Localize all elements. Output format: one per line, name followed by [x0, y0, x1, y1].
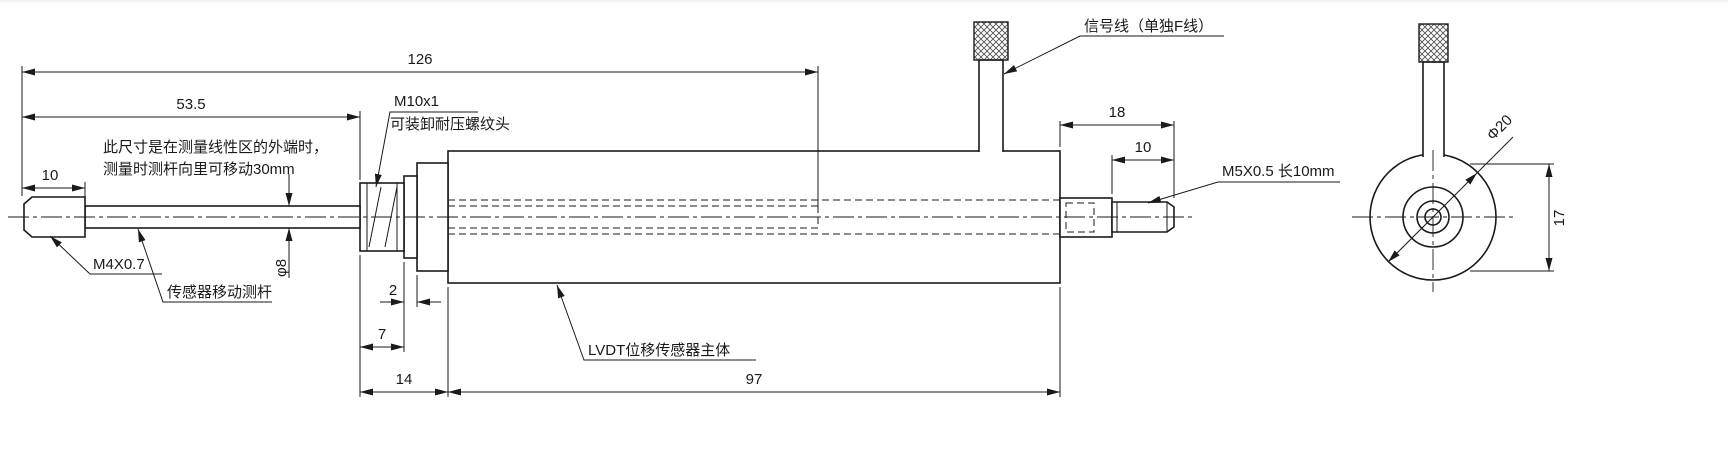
- dim-end-height: 17: [1470, 163, 1568, 272]
- note-line1: 此尺寸是在测量线性区的外端时，: [103, 139, 328, 156]
- dim-rod-extension-text: 53.5: [176, 96, 205, 113]
- dim-rear-thread-length: 10: [1111, 139, 1174, 194]
- front-view: 126 53.5 10 φ8 2 7: [8, 18, 1340, 397]
- label-signal-cable: 信号线（单独F线）: [1003, 18, 1224, 75]
- dim-thread-head-width: 7: [359, 255, 404, 397]
- dim-tip-length: 10: [22, 167, 86, 202]
- signal-cable-braid: [973, 21, 1009, 61]
- note-line2: 测量时测杆向里可移动30mm: [103, 161, 295, 178]
- dim-rear-total-length: 18: [1059, 104, 1175, 198]
- end-view-cable-stub: [1422, 61, 1445, 157]
- dim-overall-length-text: 126: [407, 51, 432, 68]
- end-view: Φ20 17: [1352, 23, 1568, 292]
- label-rear-thread-spec-text: M5X0.5 长10mm: [1222, 163, 1335, 180]
- label-head-thread: M10x1 可装卸耐压螺纹头: [374, 93, 510, 188]
- label-head-thread-text: M10x1: [394, 93, 439, 110]
- end-view-cable-braid: [1418, 23, 1449, 63]
- label-body: LVDT位移传感器主体: [556, 284, 756, 361]
- label-tip-thread: M4X0.7: [49, 235, 162, 275]
- dim-body-length-text: 97: [746, 371, 763, 388]
- dim-thread-head-width-text: 7: [378, 326, 386, 343]
- dim-head-section-length-text: 14: [396, 371, 413, 388]
- dim-rod-extension: 53.5: [22, 96, 361, 180]
- dim-step-width-text: 2: [389, 282, 397, 299]
- dim-tip-length-text: 10: [42, 167, 59, 184]
- dim-end-height-text: 17: [1551, 210, 1568, 227]
- rear-boss: [1059, 197, 1113, 238]
- dim-rear-thread-length-text: 10: [1135, 139, 1152, 156]
- dim-body-length: 97: [448, 287, 1061, 397]
- rear-hidden-feature: [1065, 202, 1095, 233]
- label-signal-cable-text: 信号线（单独F线）: [1084, 18, 1213, 35]
- dim-overall-length: 126: [21, 51, 819, 212]
- label-tip-thread-text: M4X0.7: [93, 256, 145, 273]
- note-measuring-range: 此尺寸是在测量线性区的外端时， 测量时测杆向里可移动30mm: [103, 139, 328, 178]
- label-probe-rod: 传感器移动测杆: [137, 228, 272, 303]
- signal-cable-stub: [978, 59, 1004, 152]
- dim-head-section-length: 14: [360, 287, 449, 397]
- label-probe-rod-text: 传感器移动测杆: [167, 284, 272, 301]
- dim-rod-diameter-text: φ8: [273, 259, 290, 277]
- label-body-text: LVDT位移传感器主体: [588, 342, 730, 359]
- label-rear-thread-spec: M5X0.5 长10mm: [1147, 163, 1340, 204]
- dim-rear-total-length-text: 18: [1109, 104, 1126, 121]
- dim-rod-diameter: φ8: [273, 174, 293, 278]
- dim-step-width: 2: [380, 262, 441, 352]
- label-head-description-text: 可装卸耐压螺纹头: [390, 116, 510, 133]
